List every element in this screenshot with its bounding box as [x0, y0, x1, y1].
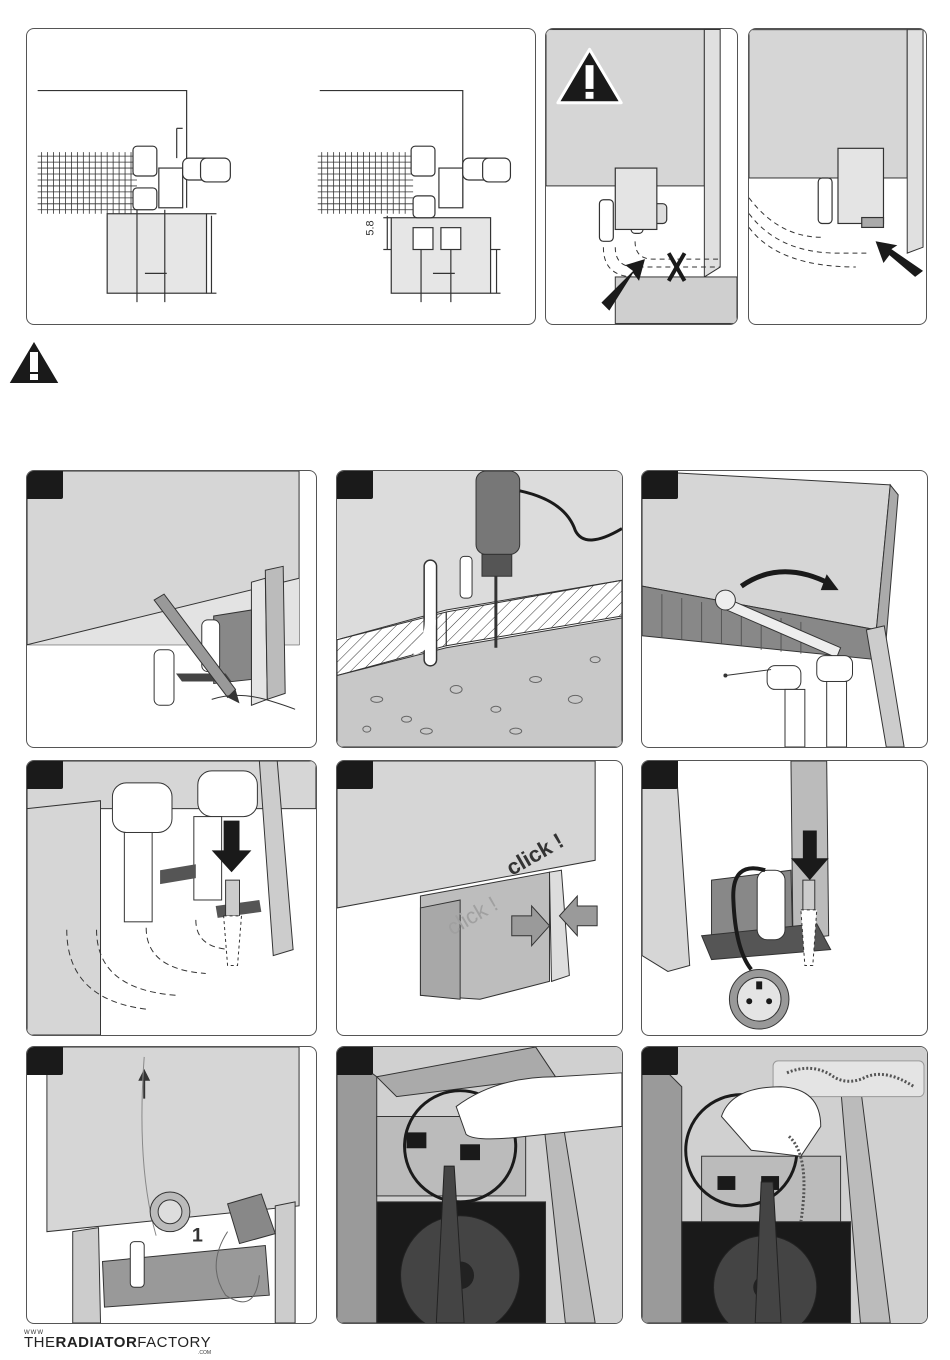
logo-name: THERADIATORFACTORY	[24, 1336, 211, 1350]
right-valve-assembly	[318, 91, 511, 303]
correct-installation-panel	[748, 28, 927, 325]
step-number: 1	[192, 1225, 203, 1247]
left-valve-assembly	[38, 91, 231, 303]
step-tab	[27, 1047, 63, 1075]
brand-logo: WWW THERADIATORFACTORY .COM	[24, 1330, 211, 1356]
step-panel-cable-fan	[641, 1046, 928, 1324]
step-tab	[27, 761, 63, 789]
valve-dimension-diagram: 5.8	[27, 29, 535, 324]
step-panel-click: click ! click !	[336, 760, 623, 1036]
warning-wrong-panel	[545, 28, 738, 325]
step-panel-connector-fan	[336, 1046, 623, 1324]
valve-dimension-panel: 5.8	[26, 28, 536, 325]
power-plug-icon	[729, 969, 789, 1029]
step-panel-pencil-mark	[26, 470, 317, 748]
step-tab	[642, 471, 678, 499]
step-panel-plug	[641, 760, 928, 1036]
step-tab	[337, 471, 373, 499]
step-panel-drilling	[336, 470, 623, 748]
step-tab	[337, 1047, 373, 1075]
step-panel-adapter: 1	[26, 1046, 317, 1324]
step-tab	[642, 1047, 678, 1075]
dimension-label: 5.8	[364, 220, 376, 235]
step-panel-screw-bracket	[26, 760, 317, 1036]
screw-icon	[801, 880, 817, 965]
screw-icon	[224, 880, 242, 965]
warning-triangle-icon	[6, 338, 62, 386]
step-panel-wrench	[641, 470, 928, 748]
step-tab	[642, 761, 678, 789]
step-tab	[337, 761, 373, 789]
step-tab	[27, 471, 63, 499]
